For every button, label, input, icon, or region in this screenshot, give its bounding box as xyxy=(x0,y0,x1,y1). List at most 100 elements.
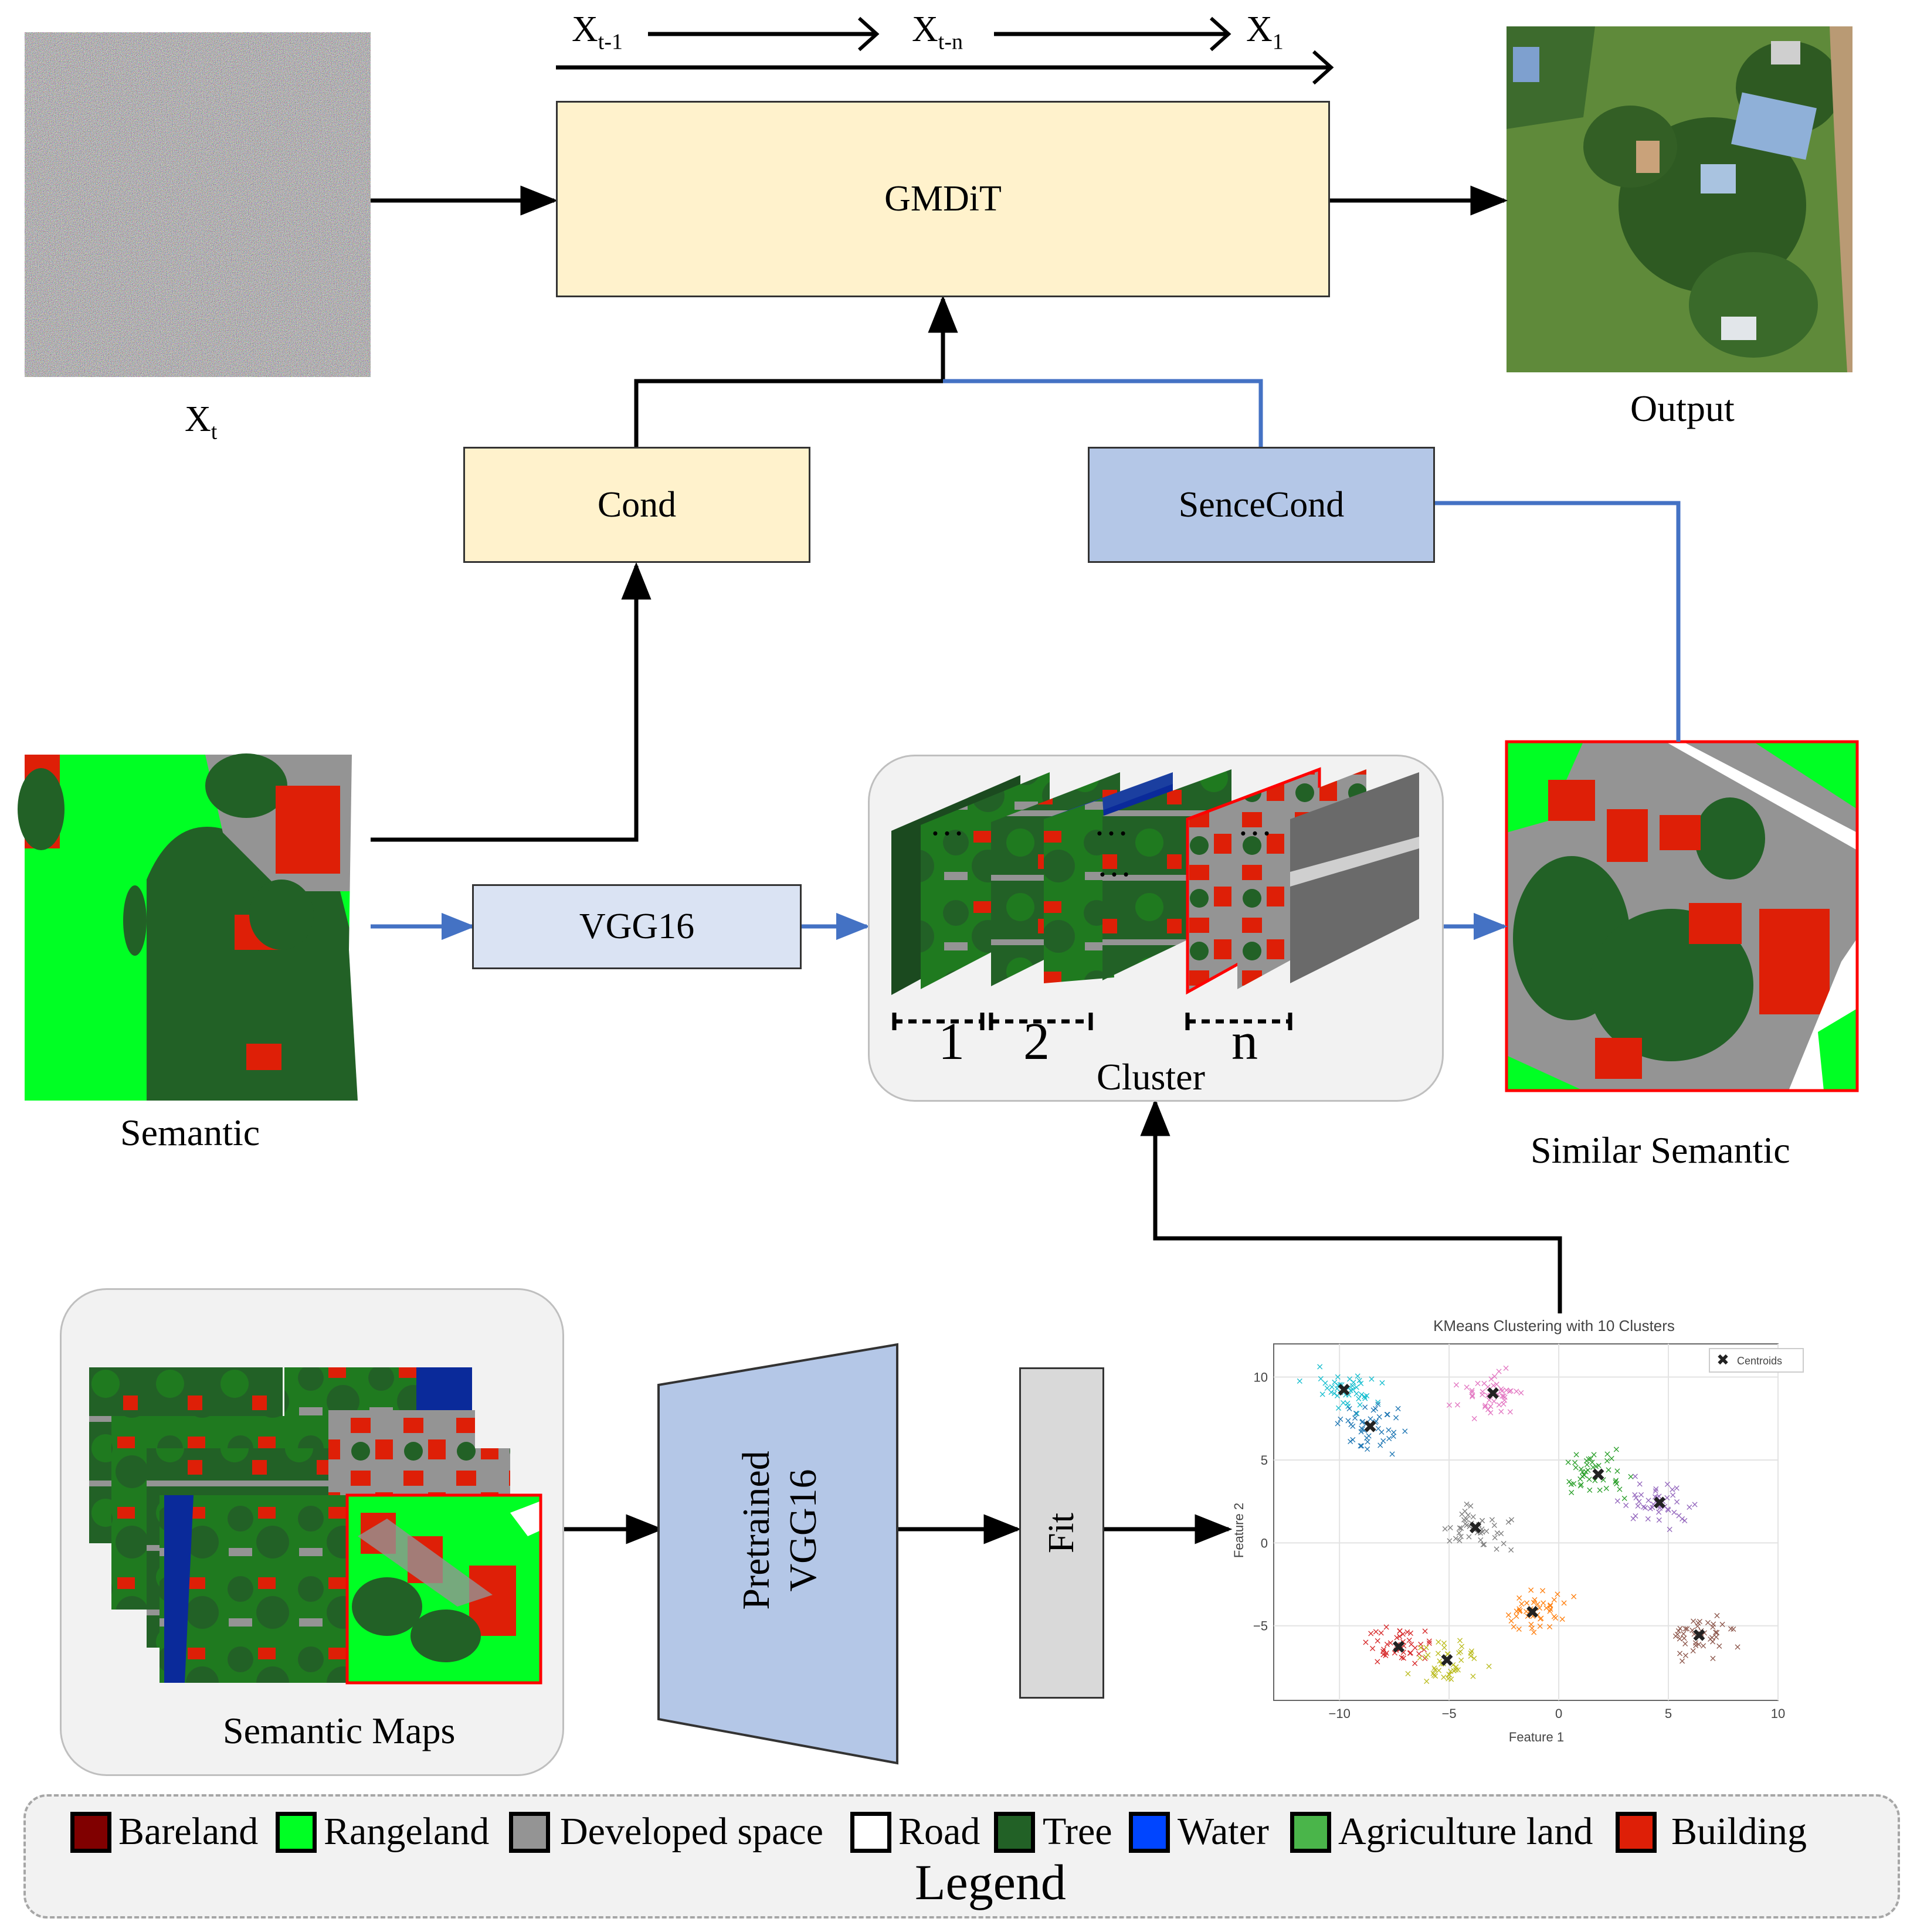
scatter-point: × xyxy=(1669,1489,1677,1500)
noise-image xyxy=(25,32,371,377)
scatter-point: × xyxy=(1678,1513,1686,1524)
scatter-point: × xyxy=(1352,1381,1360,1393)
scatter-point: × xyxy=(1652,1483,1660,1495)
scatter-point: × xyxy=(1491,1371,1498,1382)
scatter-point: × xyxy=(1385,1424,1392,1435)
scatter-point: × xyxy=(1452,1664,1460,1675)
scatter-point: × xyxy=(1613,1444,1620,1455)
cluster-centroid-9: ✖ xyxy=(1440,1651,1454,1671)
chart-centroids: ✖✖✖✖✖✖✖✖✖✖ xyxy=(1336,1380,1706,1671)
scatter-point: × xyxy=(1558,1614,1566,1625)
scatter-point: × xyxy=(1375,1422,1382,1434)
scatter-point: × xyxy=(1440,1638,1448,1649)
scatter-point: × xyxy=(1487,1401,1494,1412)
label-x-1: X1 xyxy=(1246,9,1284,55)
scatter-point: × xyxy=(1440,1671,1447,1682)
scatter-point: × xyxy=(1393,1639,1401,1650)
scatter-point: × xyxy=(1498,1385,1505,1396)
scatter-point: × xyxy=(1469,1511,1477,1522)
legend-swatch-road xyxy=(850,1812,891,1853)
scatter-point: × xyxy=(1494,1388,1501,1400)
scatter-point: × xyxy=(1396,1631,1403,1642)
scatter-point: × xyxy=(1463,1513,1470,1524)
scatter-point: × xyxy=(1708,1632,1716,1643)
scatter-point: × xyxy=(1699,1640,1707,1651)
scatter-point: × xyxy=(1354,1370,1362,1381)
scatter-point: × xyxy=(1356,1375,1363,1386)
scenecond-block: SenceCond xyxy=(1088,447,1435,563)
scatter-point: × xyxy=(1396,1625,1403,1636)
scatter-point: × xyxy=(1369,1404,1377,1415)
arrow-semantic-to-cond xyxy=(371,562,652,842)
scatter-point: × xyxy=(1446,1522,1454,1533)
scatter-point: × xyxy=(1524,1611,1532,1622)
scatter-point: × xyxy=(1675,1625,1682,1636)
scatter-point: × xyxy=(1468,1385,1475,1396)
legend-centroid-marker: ✖ xyxy=(1716,1352,1729,1369)
scatter-point: × xyxy=(1400,1652,1407,1663)
scatter-point: × xyxy=(1415,1648,1423,1659)
scatter-point: × xyxy=(1655,1514,1663,1525)
scatter-point: × xyxy=(1523,1597,1531,1608)
scatter-point: × xyxy=(1444,1655,1452,1666)
scatter-point: × xyxy=(1485,1394,1493,1405)
scatter-point: × xyxy=(1394,1403,1402,1414)
scatter-point: × xyxy=(1296,1375,1304,1386)
scatter-point: × xyxy=(1480,1377,1488,1388)
chart-grid xyxy=(1274,1344,1779,1700)
cluster-centroid-4: ✖ xyxy=(1591,1465,1606,1485)
scatter-point: × xyxy=(1670,1506,1678,1517)
scatter-point: × xyxy=(1456,1522,1464,1533)
cluster-index-n: n xyxy=(1231,1013,1258,1071)
scatter-point: × xyxy=(1690,1628,1698,1639)
scatter-point: × xyxy=(1465,1521,1473,1532)
scatter-point: × xyxy=(1608,1453,1616,1464)
scatter-point: × xyxy=(1349,1420,1356,1431)
scatter-point: × xyxy=(1461,1518,1469,1529)
scatter-point: × xyxy=(1515,1624,1523,1635)
scatter-point: × xyxy=(1492,1543,1500,1554)
scatter-point: × xyxy=(1336,1379,1344,1390)
scatter-point: × xyxy=(1407,1647,1414,1658)
scatter-point: × xyxy=(1546,1605,1553,1617)
scatter-point: × xyxy=(1467,1648,1475,1659)
scatter-point: × xyxy=(1403,1626,1411,1637)
scatter-point: × xyxy=(1380,1644,1387,1655)
scatter-point: × xyxy=(1528,1622,1536,1634)
scatter-point: × xyxy=(1473,1527,1481,1538)
scatter-point: × xyxy=(1673,1496,1681,1507)
scatter-point: × xyxy=(1655,1506,1662,1517)
scatter-point: × xyxy=(1345,1389,1352,1400)
scatter-point: × xyxy=(1530,1597,1538,1608)
scatter-point: × xyxy=(1571,1456,1579,1468)
scatter-point: × xyxy=(1346,1373,1353,1384)
y-tick-label: 10 xyxy=(1254,1370,1268,1385)
scatter-point: × xyxy=(1407,1639,1415,1650)
scatter-point: × xyxy=(1344,1401,1352,1412)
scatter-point: × xyxy=(1663,1492,1671,1503)
scatter-point: × xyxy=(1344,1415,1352,1426)
scatter-point: × xyxy=(1477,1534,1484,1546)
scatter-point: × xyxy=(1405,1635,1413,1646)
x-tick-label: −5 xyxy=(1442,1706,1457,1721)
scatter-point: × xyxy=(1590,1449,1597,1460)
scatter-point: × xyxy=(1368,1373,1375,1384)
scatter-point: × xyxy=(1356,1440,1364,1451)
scatter-point: × xyxy=(1463,1499,1470,1510)
scatter-point: × xyxy=(1733,1641,1741,1652)
fit-label: Fit xyxy=(1041,1513,1081,1553)
scatter-point: × xyxy=(1457,1523,1465,1534)
scatter-point: × xyxy=(1396,1643,1403,1654)
scatter-point: × xyxy=(1417,1642,1424,1653)
scatter-point: × xyxy=(1491,1532,1498,1543)
chart-ylabel: Feature 2 xyxy=(1231,1503,1246,1558)
scatter-point: × xyxy=(1680,1628,1687,1639)
scatter-point: × xyxy=(1542,1602,1550,1613)
scatter-point: × xyxy=(1505,1386,1513,1397)
legend-swatch-rangeland xyxy=(276,1812,317,1853)
scatter-point: × xyxy=(1694,1629,1701,1641)
scatter-point: × xyxy=(1478,1386,1486,1397)
scatter-point: × xyxy=(1592,1461,1600,1472)
y-tick-label: 5 xyxy=(1261,1453,1268,1468)
scatter-point: × xyxy=(1377,1427,1385,1438)
